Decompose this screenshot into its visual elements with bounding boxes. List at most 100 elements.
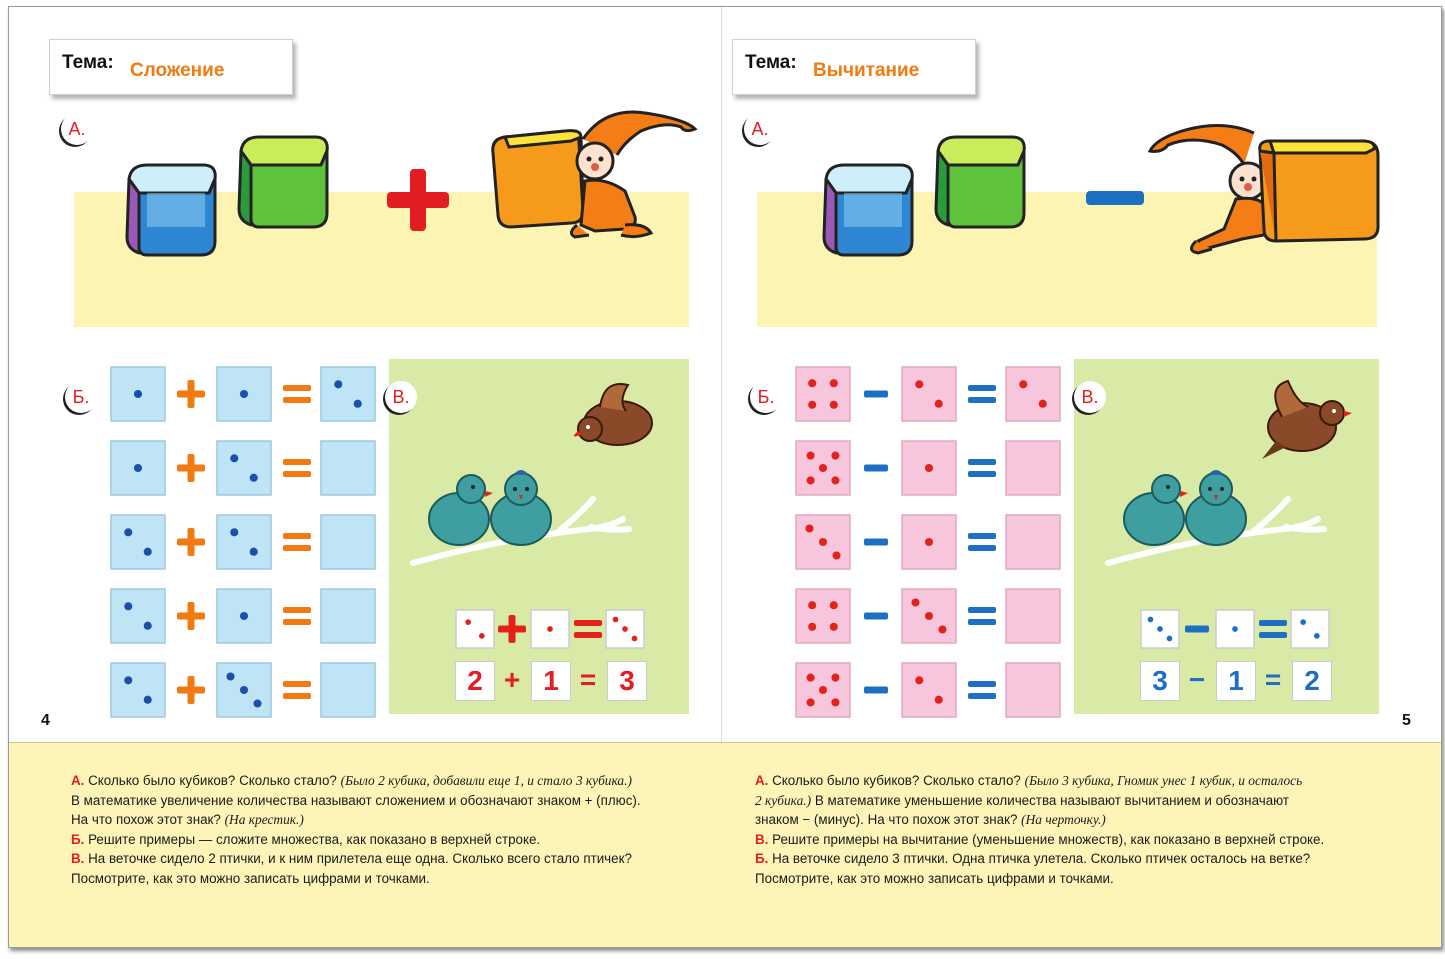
die-dot: [806, 673, 815, 682]
number-equation: 2 + 1 = 3: [455, 661, 647, 701]
equals-sign: [968, 533, 996, 539]
teacher-notes: А. Сколько было кубиков? Сколько стало? …: [9, 742, 1441, 947]
die-dot: [1157, 626, 1163, 632]
note-line: Посмотрите, как это можно записать цифра…: [755, 870, 1114, 886]
die-dot: [1166, 635, 1173, 642]
die-dot: [934, 399, 943, 408]
die-dot: [1147, 616, 1154, 623]
die-dot: [915, 380, 924, 389]
equals-sign: [968, 459, 996, 465]
note-line: Б. Решите примеры — сложите множества, к…: [71, 830, 701, 850]
note-text: На что похож этот знак?: [71, 812, 225, 827]
die-face: [1005, 514, 1061, 570]
die-dot: [133, 463, 143, 473]
equals-sign: [283, 385, 311, 391]
number-box: 1: [531, 661, 571, 701]
die-dot: [924, 463, 934, 473]
die-dot: [249, 473, 258, 482]
minus-sign: [864, 538, 888, 546]
note-hint: 2 кубика.): [755, 792, 812, 808]
die-dot: [1300, 619, 1307, 626]
die-dot: [832, 551, 841, 560]
die-dot: [829, 622, 838, 631]
flying-bird-icon: [574, 383, 653, 446]
section-tag-c: В.: [385, 381, 417, 413]
die-dot: [806, 451, 815, 460]
die-face: [1005, 366, 1061, 422]
dot-equation: [1140, 609, 1330, 649]
note-key: В.: [71, 851, 85, 866]
note-line: 2 кубика.) В математике уменьшение колич…: [755, 791, 1395, 811]
equals-sign: [283, 619, 311, 625]
equals-sign: [968, 545, 996, 551]
die-dot: [239, 611, 249, 621]
cube-blue-icon: [822, 163, 914, 257]
section-tag-c: В.: [1074, 381, 1106, 413]
die-dot: [831, 673, 840, 682]
die-dot: [612, 616, 619, 623]
note-key: Б.: [755, 851, 769, 866]
equals-sign: [283, 545, 311, 551]
note-text: Сколько было кубиков? Сколько стало?: [768, 773, 1025, 788]
note-text: Решите примеры — сложите множества, как …: [84, 831, 541, 847]
minus-sign: [864, 390, 888, 398]
note-line: В. Решите примеры на вычитание (уменьшен…: [755, 830, 1395, 850]
die-dot: [924, 611, 934, 621]
note-key: Б.: [71, 831, 85, 847]
die-dot: [806, 476, 815, 485]
die-dot: [808, 601, 817, 610]
die-face: [795, 366, 851, 422]
equals-sign: [968, 693, 996, 699]
die-face: [320, 588, 376, 644]
dot-equation: [455, 609, 645, 649]
die-dot: [924, 537, 934, 547]
die-dot: [808, 622, 817, 631]
die-dot: [934, 695, 943, 704]
section-tag-a: А.: [61, 113, 93, 145]
equals-sign: [968, 607, 996, 613]
left-page: Тема: Сложение А.: [9, 7, 721, 742]
note-hint: (На черточку.): [1021, 812, 1106, 827]
die-face: [1290, 609, 1330, 649]
minus-sign: [864, 686, 888, 694]
note-key: В.: [755, 831, 769, 847]
number-box: 3: [607, 661, 647, 701]
die-dot: [465, 619, 472, 626]
die-dot: [1019, 380, 1028, 389]
note-text: знаком − (минус). На что похож этот знак…: [755, 812, 1022, 827]
die-dot: [818, 537, 828, 547]
operator-sign: +: [503, 664, 521, 695]
topic-label: Тема:: [745, 52, 797, 73]
operator-sign: −: [1188, 664, 1206, 695]
die-face: [320, 440, 376, 496]
die-face: [320, 514, 376, 570]
topic-box-addition: Тема: Сложение: [49, 39, 293, 95]
note-line: А. Сколько было кубиков? Сколько стало? …: [71, 771, 701, 791]
cube-green-icon: [237, 135, 329, 229]
equals-sign: [968, 681, 996, 687]
equals-sign: [1259, 632, 1287, 638]
topic-name: Сложение: [130, 60, 225, 81]
die-dot: [1313, 632, 1320, 639]
subtraction-exercise-grid: [795, 366, 1061, 718]
die-dot: [334, 380, 343, 389]
number-box: 1: [1216, 661, 1256, 701]
die-dot: [911, 598, 920, 607]
equals-sign: =: [579, 664, 597, 695]
minus-sign: [864, 612, 888, 620]
note-hint: (Было 3 кубика, Гномик унес 1 кубик, и о…: [1024, 773, 1303, 788]
note-hint: (Было 2 кубика, добавили еще 1, и стало …: [340, 773, 632, 788]
note-key: А.: [755, 773, 769, 788]
equals-sign: [968, 385, 996, 391]
note-line: Посмотрите, как это можно записать цифра…: [71, 870, 430, 886]
die-dot: [226, 672, 235, 681]
die-face: [216, 440, 272, 496]
notes-right: А. Сколько было кубиков? Сколько стало? …: [755, 771, 1395, 888]
die-dot: [805, 524, 814, 533]
addition-exercise-grid: [110, 366, 376, 718]
die-face: [1005, 588, 1061, 644]
number-equation: 3 − 1 = 2: [1140, 661, 1332, 701]
minus-sign: [864, 464, 888, 472]
die-dot: [831, 698, 840, 707]
die-dot: [806, 698, 815, 707]
